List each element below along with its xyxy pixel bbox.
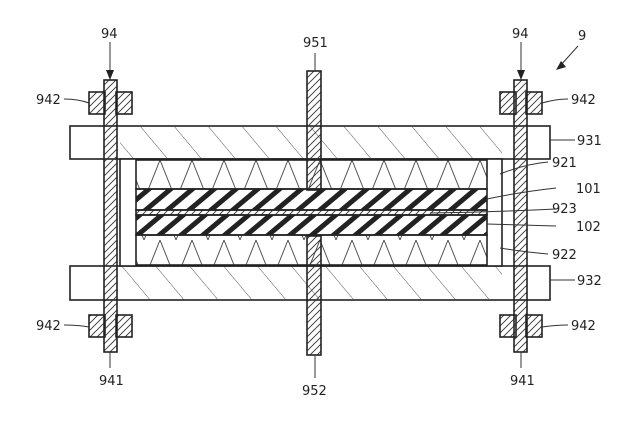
- label-942-bottom-right: 942: [571, 319, 596, 334]
- label-941-left: 941: [99, 374, 124, 389]
- label-952: 952: [302, 384, 327, 399]
- terminal-951: [307, 71, 321, 190]
- label-923: 923: [552, 202, 577, 217]
- label-942-top-right: 942: [571, 93, 596, 108]
- label-922: 922: [552, 248, 577, 263]
- label-942-bottom-left: 942: [36, 319, 61, 334]
- terminal-952: [307, 236, 321, 355]
- label-931: 931: [577, 134, 602, 149]
- label-941-right: 941: [510, 374, 535, 389]
- label-94-left: 94: [101, 27, 118, 42]
- label-951: 951: [303, 36, 328, 51]
- layer-101: [136, 189, 487, 210]
- label-9: 9: [578, 29, 586, 44]
- right-bolt-941: [500, 80, 542, 352]
- label-932: 932: [577, 274, 602, 289]
- label-102: 102: [576, 220, 601, 235]
- layer-102: [136, 215, 487, 235]
- label-94-right: 94: [512, 27, 529, 42]
- label-921: 921: [552, 156, 577, 171]
- label-101: 101: [576, 182, 601, 197]
- label-942-top-left: 942: [36, 93, 61, 108]
